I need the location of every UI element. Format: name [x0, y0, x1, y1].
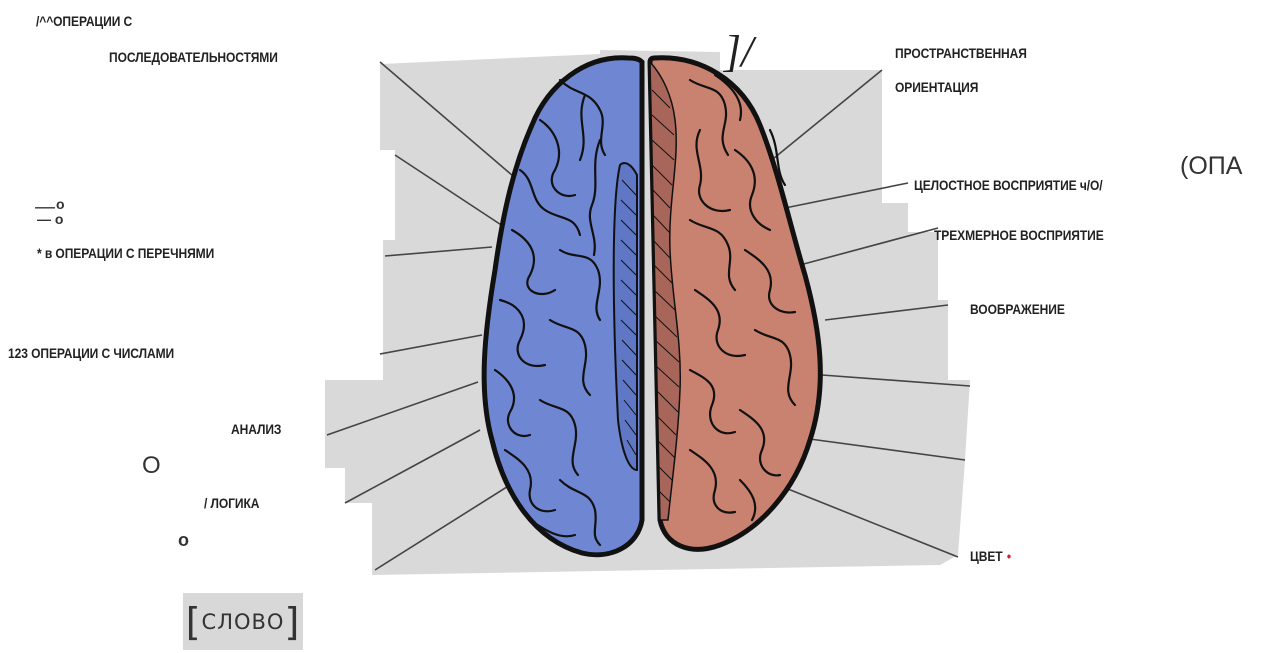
label-analysis: АНАЛИЗ: [231, 421, 281, 437]
label-list-operations: * в ОПЕРАЦИИ С ПЕРЕЧНЯМИ: [37, 245, 214, 261]
label-imagination: ВООБРАЖЕНИЕ: [970, 301, 1065, 317]
number-prefix: 123: [8, 345, 28, 361]
label-spatial-line2: ОРИЕНТАЦИЯ: [895, 79, 978, 95]
label-sequence-ops-line1: /^^ОПЕРАЦИИ С: [36, 13, 132, 29]
label-3d-perception: ТРЕХМЕРНОЕ ВОСПРИЯТИЕ: [934, 227, 1104, 243]
color-text: ЦВЕТ: [970, 548, 1003, 564]
scribble-mark: ]/: [724, 30, 753, 74]
label-spatial-line1: ПРОСТРАНСТВЕННАЯ: [895, 45, 1027, 61]
label-holistic-perception: ЦЕЛОСТНОЕ ВОСПРИЯТИЕ ч/О/: [914, 177, 1103, 193]
mark-dash-circle: — о: [37, 211, 63, 227]
label-color: ЦВЕТ•: [970, 548, 1011, 564]
label-number-operations: 123 ОПЕРАЦИИ С ЧИСЛАМИ: [8, 345, 174, 361]
circle-big: О: [142, 452, 161, 480]
background-panel: [325, 50, 970, 575]
number-operations-text: ОПЕРАЦИИ С ЧИСЛАМИ: [28, 345, 174, 361]
color-dot: •: [1007, 548, 1011, 564]
bracket-right: ]: [284, 597, 300, 647]
mark-circle-1: о: [56, 196, 65, 212]
bracket-left: [: [186, 597, 202, 647]
label-logic: / ЛОГИКА: [204, 495, 259, 511]
label-opa: (ОПА: [1180, 152, 1242, 181]
word-box-text: СЛОВО: [202, 610, 285, 634]
circle-small: о: [178, 530, 189, 551]
label-sequence-ops-line2: ПОСЛЕДОВАТЕЛЬНОСТЯМИ: [109, 49, 278, 65]
word-box: [ СЛОВО ]: [183, 593, 303, 650]
